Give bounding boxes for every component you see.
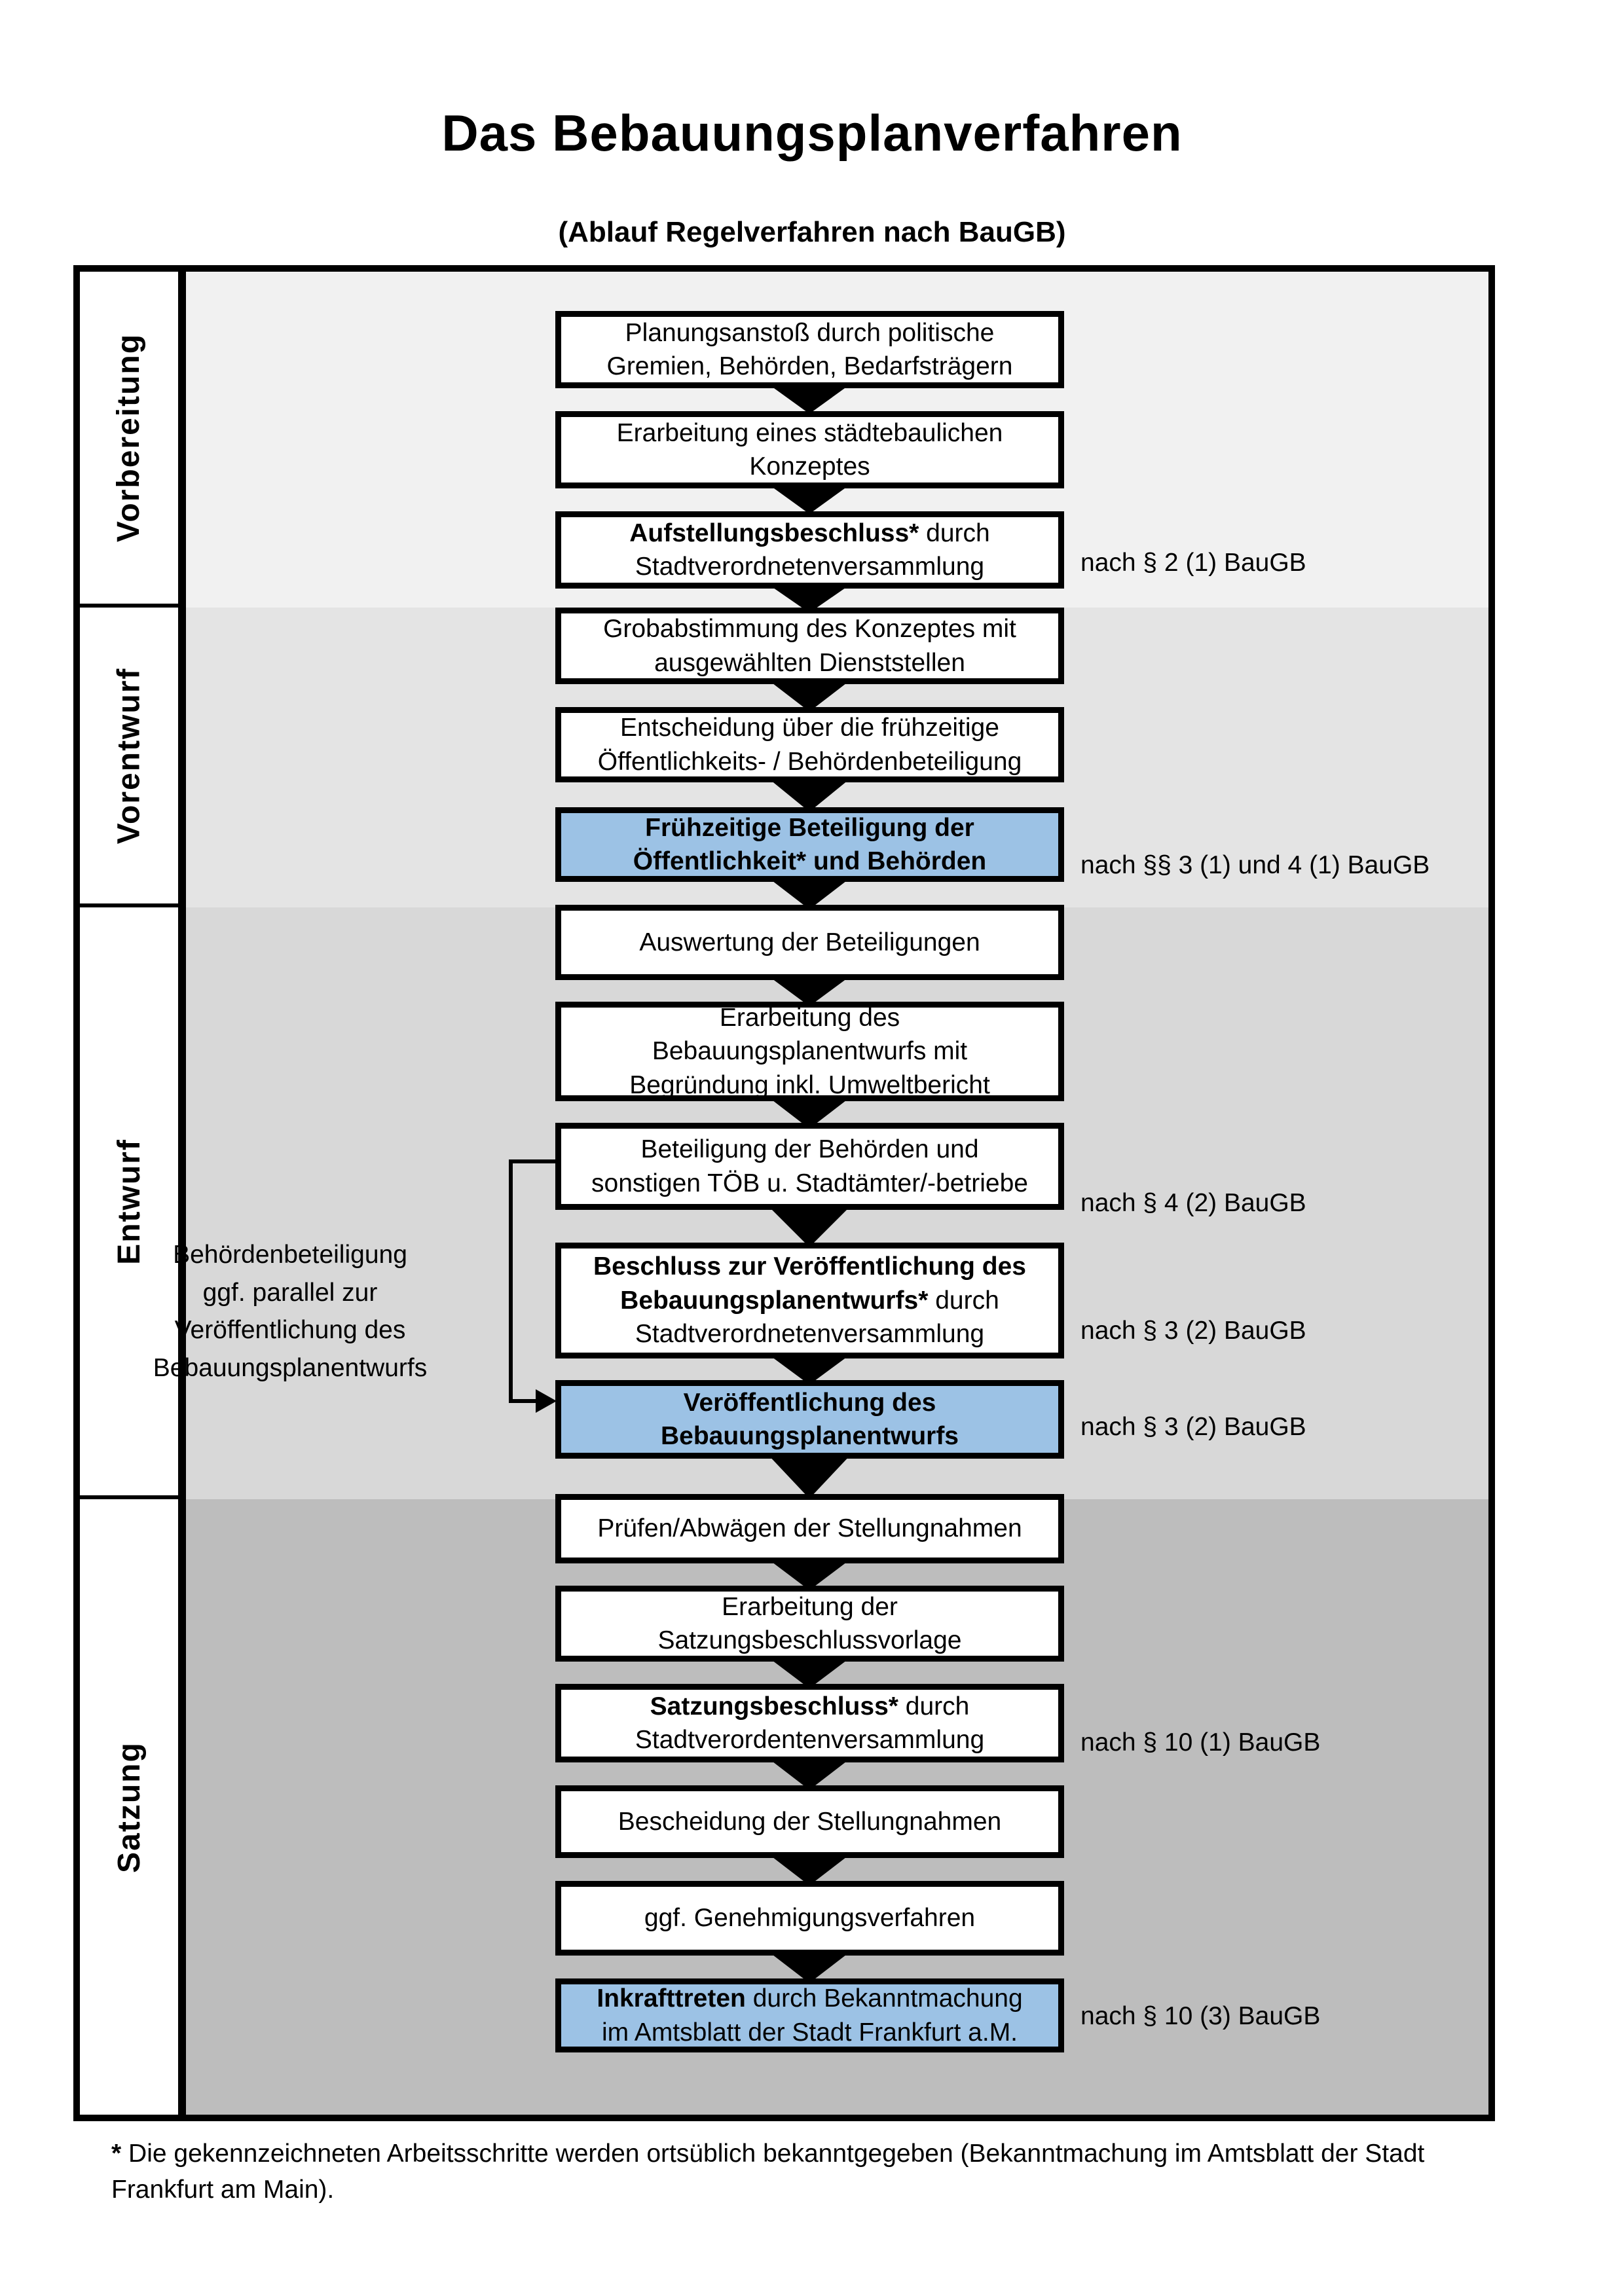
step-text: Veröffentlichung des Bebauungsplanentwur… — [660, 1388, 959, 1450]
phase-label-vorentwurf: Vorentwurf — [80, 608, 178, 907]
phase-label-text: Vorentwurf — [111, 667, 147, 844]
legal-ref: nach § 10 (3) BauGB — [1080, 2002, 1321, 2030]
phase-label-text: Satzung — [111, 1741, 147, 1873]
step-text: Prüfen/Abwägen der Stellungnahmen — [597, 1514, 1022, 1543]
legal-ref: nach § 10 (1) BauGB — [1080, 1728, 1321, 1757]
legal-ref: nach § 2 (1) BauGB — [1080, 549, 1306, 577]
page-title: Das Bebauungsplanverfahren — [441, 104, 1183, 162]
legal-ref: nach §§ 3 (1) und 4 (1) BauGB — [1080, 851, 1430, 879]
step-box: Erarbeitung des Bebauungsplanentwurfs mi… — [555, 1002, 1064, 1101]
step-text: Erarbeitung der Satzungsbeschlussvorlage — [657, 1592, 962, 1654]
step-text: Beteiligung der Behörden und sonstigen T… — [591, 1135, 1028, 1197]
step-text: Aufstellungsbeschluss* durch Stadtverord… — [629, 519, 990, 581]
step-text: Planungsanstoß durch politische Gremien,… — [606, 318, 1013, 380]
footnote-text: Die gekennzeichneten Arbeitsschritte wer… — [111, 2140, 1425, 2204]
footnote-marker: * — [111, 2140, 122, 2168]
step-box: Planungsanstoß durch politische Gremien,… — [555, 311, 1064, 388]
step-box: Auswertung der Beteiligungen — [555, 905, 1064, 980]
step-box: Bescheidung der Stellungnahmen — [555, 1785, 1064, 1858]
step-text: Entscheidung über die frühzeitige Öffent… — [597, 714, 1022, 776]
step-box-highlighted: Inkrafttreten durch Bekanntmachung im Am… — [555, 1978, 1064, 2052]
connector-line — [509, 1399, 538, 1403]
connector-line — [509, 1159, 555, 1163]
step-box-highlighted: Veröffentlichung des Bebauungsplanentwur… — [555, 1380, 1064, 1459]
phase-label-vorbereitung: Vorbereitung — [80, 272, 178, 608]
step-box-highlighted: Frühzeitige Beteiligung der Öffentlichke… — [555, 807, 1064, 882]
step-box: Entscheidung über die frühzeitige Öffent… — [555, 707, 1064, 782]
step-text: Erarbeitung eines städtebaulichen Konzep… — [616, 418, 1003, 481]
step-box: Grobabstimmung des Konzeptes mit ausgewä… — [555, 608, 1064, 684]
step-box: Aufstellungsbeschluss* durch Stadtverord… — [555, 511, 1064, 589]
phase-label-entwurf: Entwurf — [80, 907, 178, 1499]
step-box: ggf. Genehmigungsverfahren — [555, 1881, 1064, 1956]
step-text: Inkrafttreten durch Bekanntmachung im Am… — [597, 1984, 1023, 2047]
step-text: Auswertung der Beteiligungen — [639, 928, 980, 957]
connector-line — [509, 1159, 513, 1403]
step-text: Beschluss zur Veröffentlichung des Bebau… — [593, 1252, 1026, 1349]
step-text: Bescheidung der Stellungnahmen — [618, 1807, 1002, 1836]
step-box: Prüfen/Abwägen der Stellungnahmen — [555, 1494, 1064, 1563]
legal-ref: nach § 4 (2) BauGB — [1080, 1189, 1306, 1217]
step-box: Erarbeitung eines städtebaulichen Konzep… — [555, 411, 1064, 488]
legal-ref: nach § 3 (2) BauGB — [1080, 1413, 1306, 1441]
label-column-divider — [178, 272, 186, 2115]
legal-ref: nach § 3 (2) BauGB — [1080, 1317, 1306, 1345]
step-box: Beteiligung der Behörden und sonstigen T… — [555, 1123, 1064, 1210]
step-text: Satzungsbeschluss* durch Stadtverordente… — [635, 1692, 985, 1754]
phase-label-satzung: Satzung — [80, 1499, 178, 2115]
side-annotation: Behördenbeteiligung ggf. parallel zur Ve… — [153, 1241, 428, 1383]
step-text: ggf. Genehmigungsverfahren — [644, 1904, 976, 1933]
step-text: Frühzeitige Beteiligung der Öffentlichke… — [633, 813, 987, 875]
step-box: Satzungsbeschluss* durch Stadtverordente… — [555, 1684, 1064, 1762]
phase-label-text: Entwurf — [111, 1138, 147, 1265]
page-subtitle: (Ablauf Regelverfahren nach BauGB) — [558, 216, 1066, 248]
footnote: * Die gekennzeichneten Arbeitsschritte w… — [111, 2136, 1513, 2208]
step-box: Erarbeitung der Satzungsbeschlussvorlage — [555, 1586, 1064, 1662]
step-box: Beschluss zur Veröffentlichung des Bebau… — [555, 1243, 1064, 1358]
step-text: Erarbeitung des Bebauungsplanentwurfs mi… — [629, 1003, 990, 1099]
step-text: Grobabstimmung des Konzeptes mit ausgewä… — [603, 615, 1016, 677]
phase-label-text: Vorbereitung — [111, 333, 147, 543]
